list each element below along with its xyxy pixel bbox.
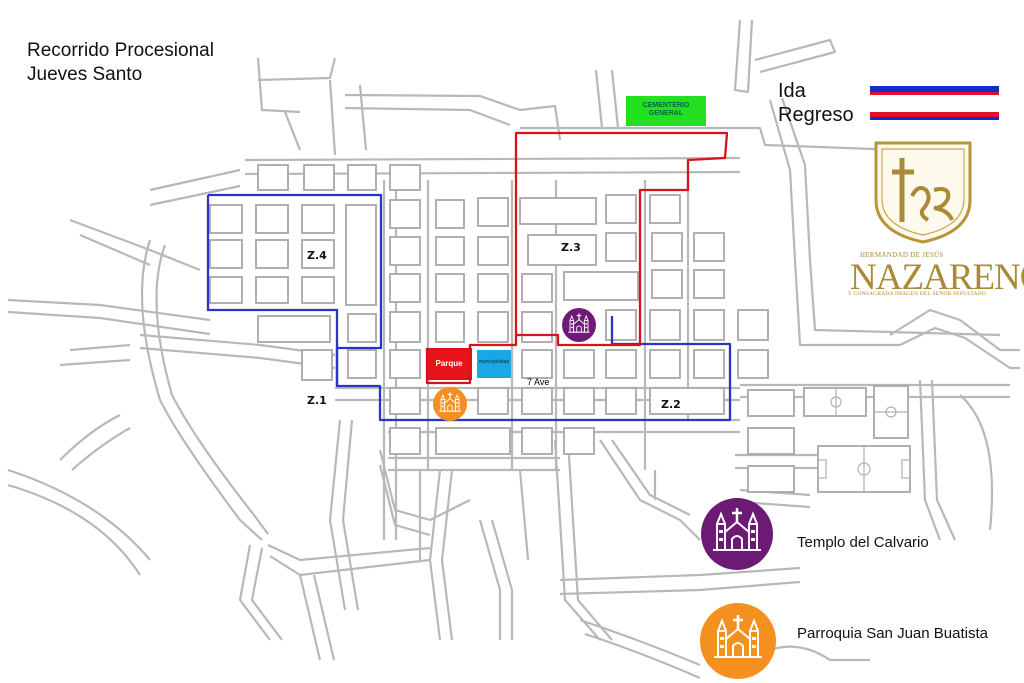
zone-label-z2: Z.2 bbox=[661, 398, 681, 411]
ida-route bbox=[208, 193, 732, 422]
zone-label-z1: Z.1 bbox=[307, 394, 327, 407]
templo-legend-icon bbox=[701, 498, 773, 570]
zone-label-z4: Z.4 bbox=[307, 249, 327, 262]
legend-regreso-bar bbox=[870, 112, 999, 120]
cementerio-label: CEMENTERIO GENERAL bbox=[642, 102, 690, 117]
legend-ida-bar bbox=[870, 86, 999, 95]
templo-marker[interactable] bbox=[562, 308, 596, 342]
parque-label: Parque bbox=[435, 359, 463, 368]
map-title-line1: Recorrido Procesional bbox=[27, 40, 214, 61]
cementerio-block bbox=[626, 96, 706, 126]
legend-regreso-label: Regreso bbox=[778, 104, 854, 126]
templo-legend-label: Templo del Calvario bbox=[797, 534, 929, 551]
brand-bottom-text: Y CONSAGRADA IMAGEN DEL SEÑOR SEPULTADO bbox=[848, 291, 986, 297]
municipalidad-label: municipalidad bbox=[478, 359, 510, 365]
regreso-route bbox=[425, 131, 729, 385]
brand-main-text: NAZARENO bbox=[850, 257, 1024, 298]
street-label-7-ave: 7 Ave bbox=[527, 377, 550, 387]
parroquia-marker[interactable] bbox=[433, 387, 467, 421]
zone-label-z3: Z.3 bbox=[561, 241, 581, 254]
brand-top-text: HERMANDAD DE JESÚS bbox=[860, 251, 944, 259]
sports-fields bbox=[817, 388, 911, 492]
municipalidad-block bbox=[477, 350, 511, 378]
map-title-line2: Jueves Santo bbox=[27, 64, 143, 85]
city-blocks bbox=[209, 164, 911, 493]
street-network bbox=[7, 19, 1020, 680]
brand-shield-logo bbox=[874, 141, 972, 244]
parroquia-legend-label: Parroquia San Juan Buatista bbox=[797, 625, 988, 642]
legend-ida-label: Ida bbox=[778, 80, 806, 102]
parroquia-legend-icon bbox=[700, 603, 776, 679]
